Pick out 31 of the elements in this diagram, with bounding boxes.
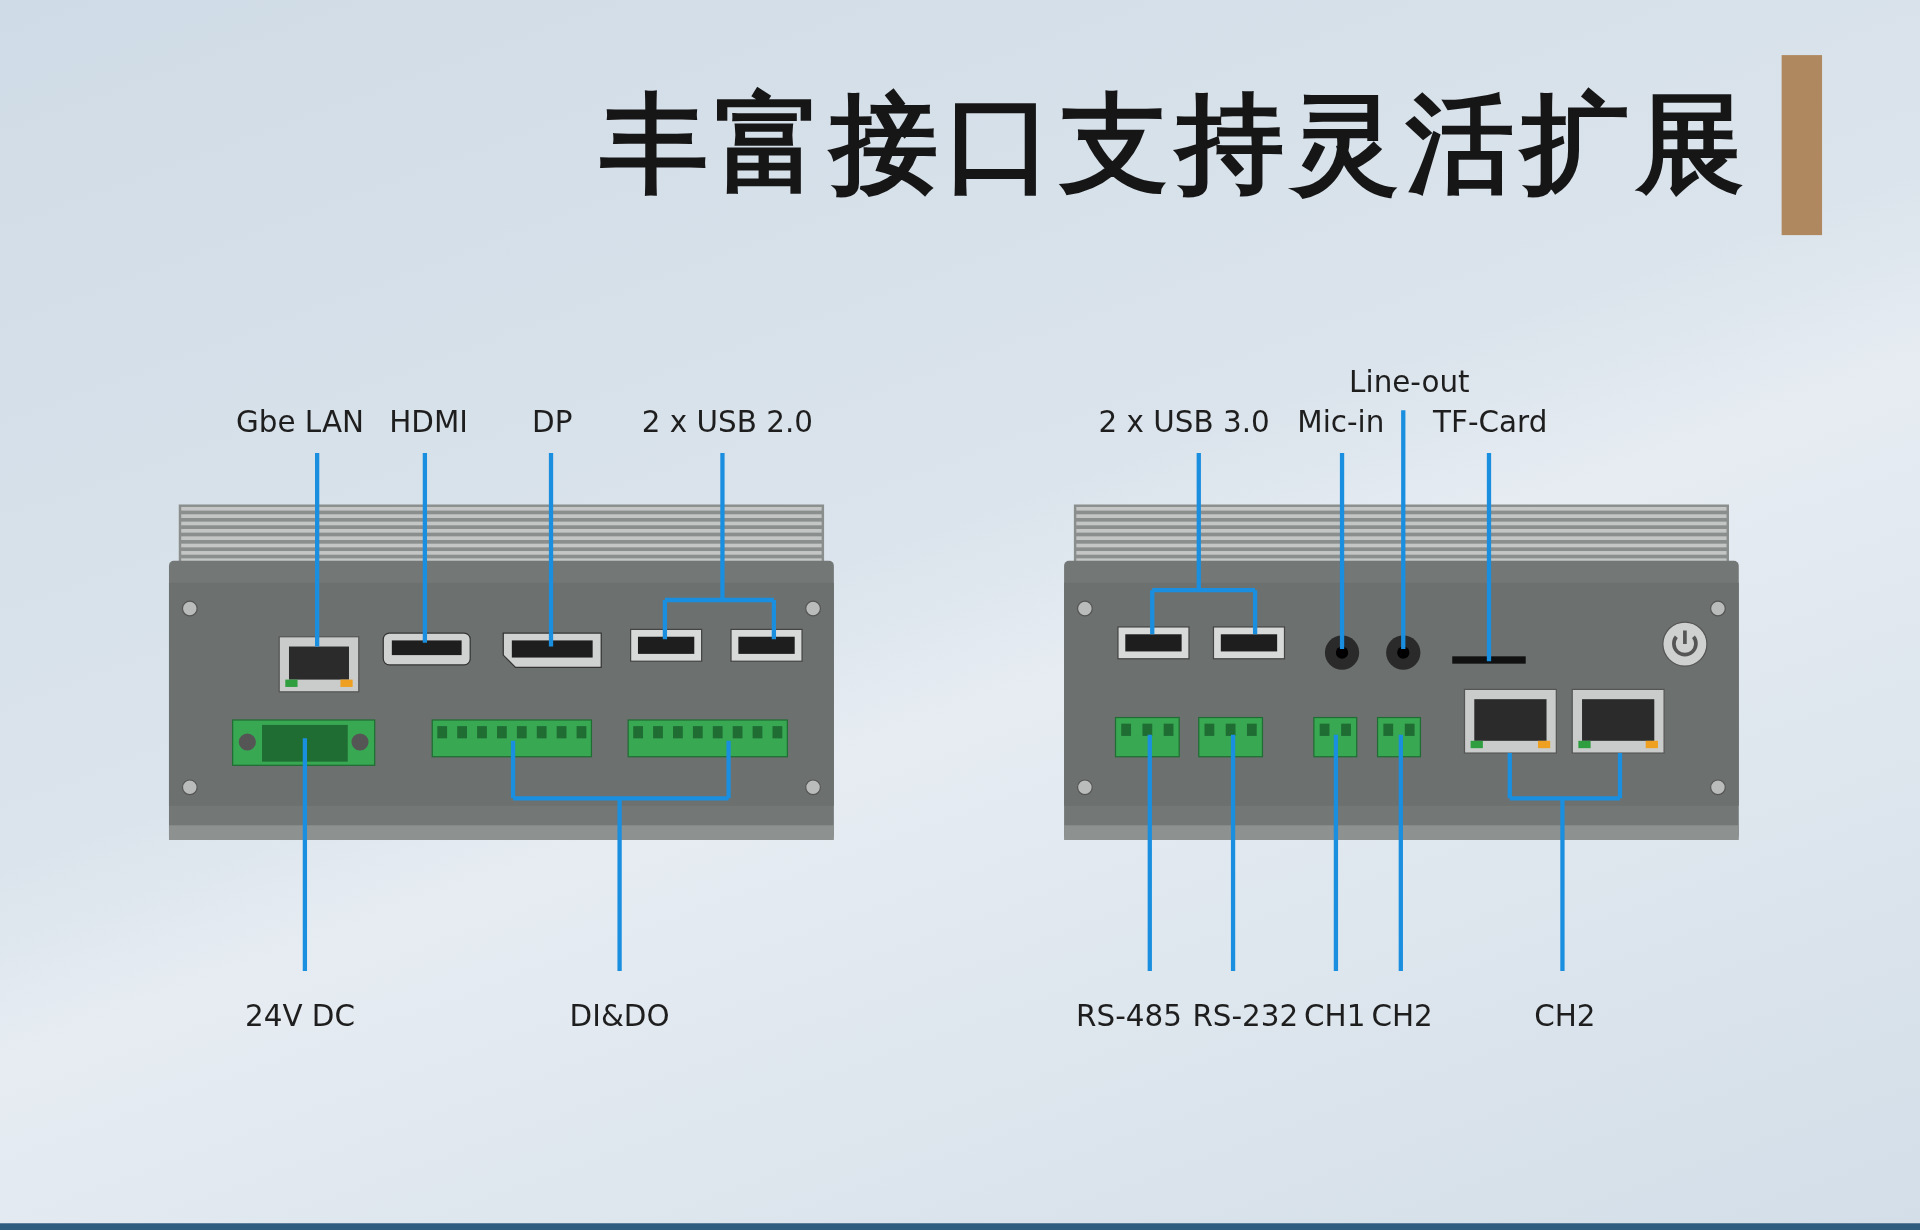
leader-line (422, 453, 428, 643)
leader-line (302, 738, 308, 971)
leader-line (510, 738, 731, 974)
leader-line (1339, 453, 1345, 649)
port-label: CH2 (1534, 1000, 1596, 1033)
leader-line (1230, 734, 1236, 971)
port-label: CH1 (1304, 1000, 1366, 1033)
port-label: HDMI (389, 406, 468, 439)
leader-line (1401, 410, 1406, 649)
port-label: 2 x USB 3.0 (1098, 406, 1270, 439)
leader-line (1507, 750, 1623, 974)
leader-line (1398, 734, 1403, 971)
port-label: 24V DC (245, 1000, 355, 1033)
leader-line (1150, 450, 1258, 637)
port-label: CH2 (1371, 1000, 1433, 1033)
port-label: Gbe LAN (236, 406, 364, 439)
port-label: DP (532, 406, 573, 439)
leader-line (662, 450, 777, 642)
leader-line (1486, 453, 1492, 662)
port-label: Mic-in (1297, 406, 1385, 439)
leader-line (1333, 734, 1339, 971)
port-label: RS-232 (1192, 1000, 1299, 1033)
port-label: Line-out (1349, 365, 1470, 399)
port-label: TF-Card (1433, 406, 1548, 439)
port-label: 2 x USB 2.0 (641, 406, 813, 439)
port-label: RS-485 (1076, 1000, 1182, 1033)
leader-line (1147, 734, 1152, 971)
leader-line (315, 453, 320, 647)
leader-line (548, 453, 554, 647)
port-label: DI&DO (569, 1000, 670, 1033)
title: 丰富接口支持灵活扩展 (600, 85, 1751, 205)
